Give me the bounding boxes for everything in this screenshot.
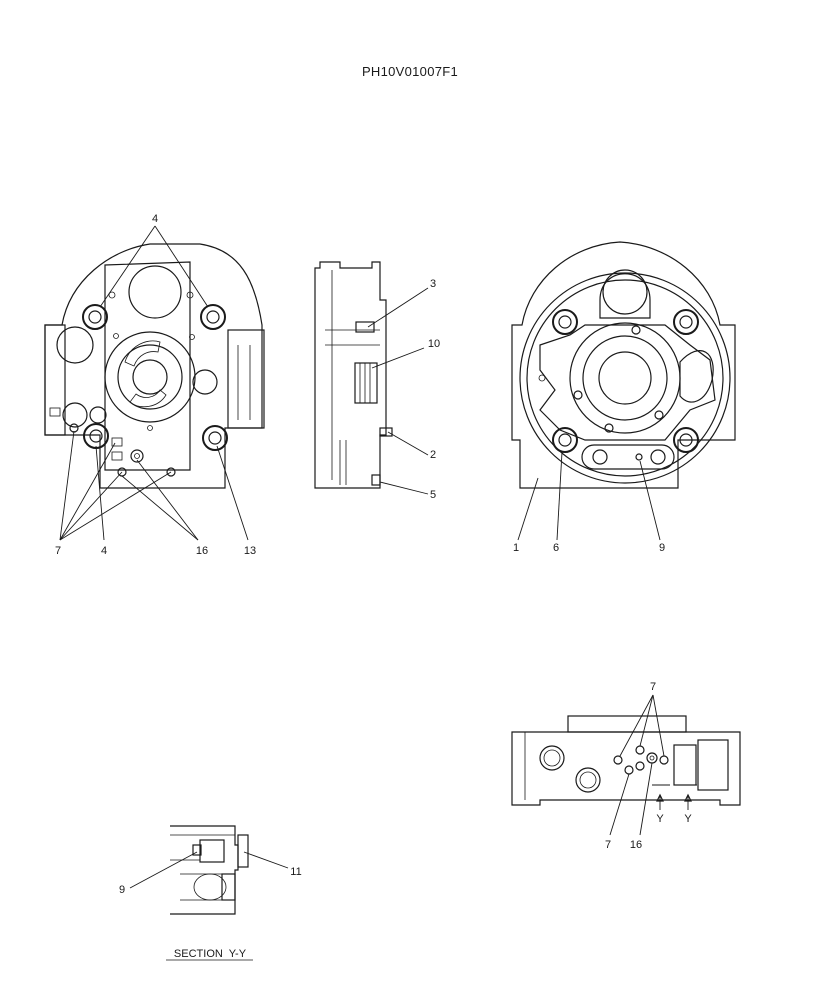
callout-4-top: 4: [152, 213, 158, 225]
callout-16-front: 16: [196, 545, 208, 557]
callout-7-bottom: 7: [605, 839, 611, 851]
callout-2: 2: [430, 449, 436, 461]
callout-1: 1: [513, 542, 519, 554]
bottom-view: 7 7 16 Y Y: [511, 681, 741, 851]
bolt-rear-topright: [673, 309, 699, 335]
bolt-rear-bottomright: [673, 427, 699, 453]
front-view: 4 7 4 16 13: [44, 213, 265, 557]
callout-5: 5: [430, 489, 436, 501]
section-y-y-view: 9 11 SECTION Y-Y: [119, 825, 302, 961]
bolt-6-rear-topleft: [552, 309, 578, 335]
bolt-4-front-topright: [200, 304, 226, 330]
section-marker-y-left: Y: [656, 813, 664, 825]
bolt-4-front-topleft: [82, 304, 108, 330]
callout-10: 10: [428, 338, 440, 350]
callout-7-front: 7: [55, 545, 61, 557]
callout-11: 11: [290, 866, 301, 878]
callout-13: 13: [244, 545, 256, 557]
callout-9-section: 9: [119, 884, 125, 896]
callout-7-bottom-top: 7: [650, 681, 656, 693]
callout-9-rear: 9: [659, 542, 665, 554]
callout-3: 3: [430, 278, 436, 290]
rear-view: 1 6 9: [511, 241, 736, 554]
callout-6: 6: [553, 542, 559, 554]
callout-4-bottom: 4: [101, 545, 107, 557]
section-label: SECTION Y-Y: [174, 948, 247, 960]
callout-16-bottom: 16: [630, 839, 642, 851]
side-view: 3 10 2 5: [314, 261, 440, 501]
bolt-13-front: [202, 425, 228, 451]
section-marker-y-right: Y: [684, 813, 692, 825]
bolt-6-rear-bottomleft: [552, 427, 578, 453]
drawing-id: PH10V01007F1: [362, 64, 458, 79]
